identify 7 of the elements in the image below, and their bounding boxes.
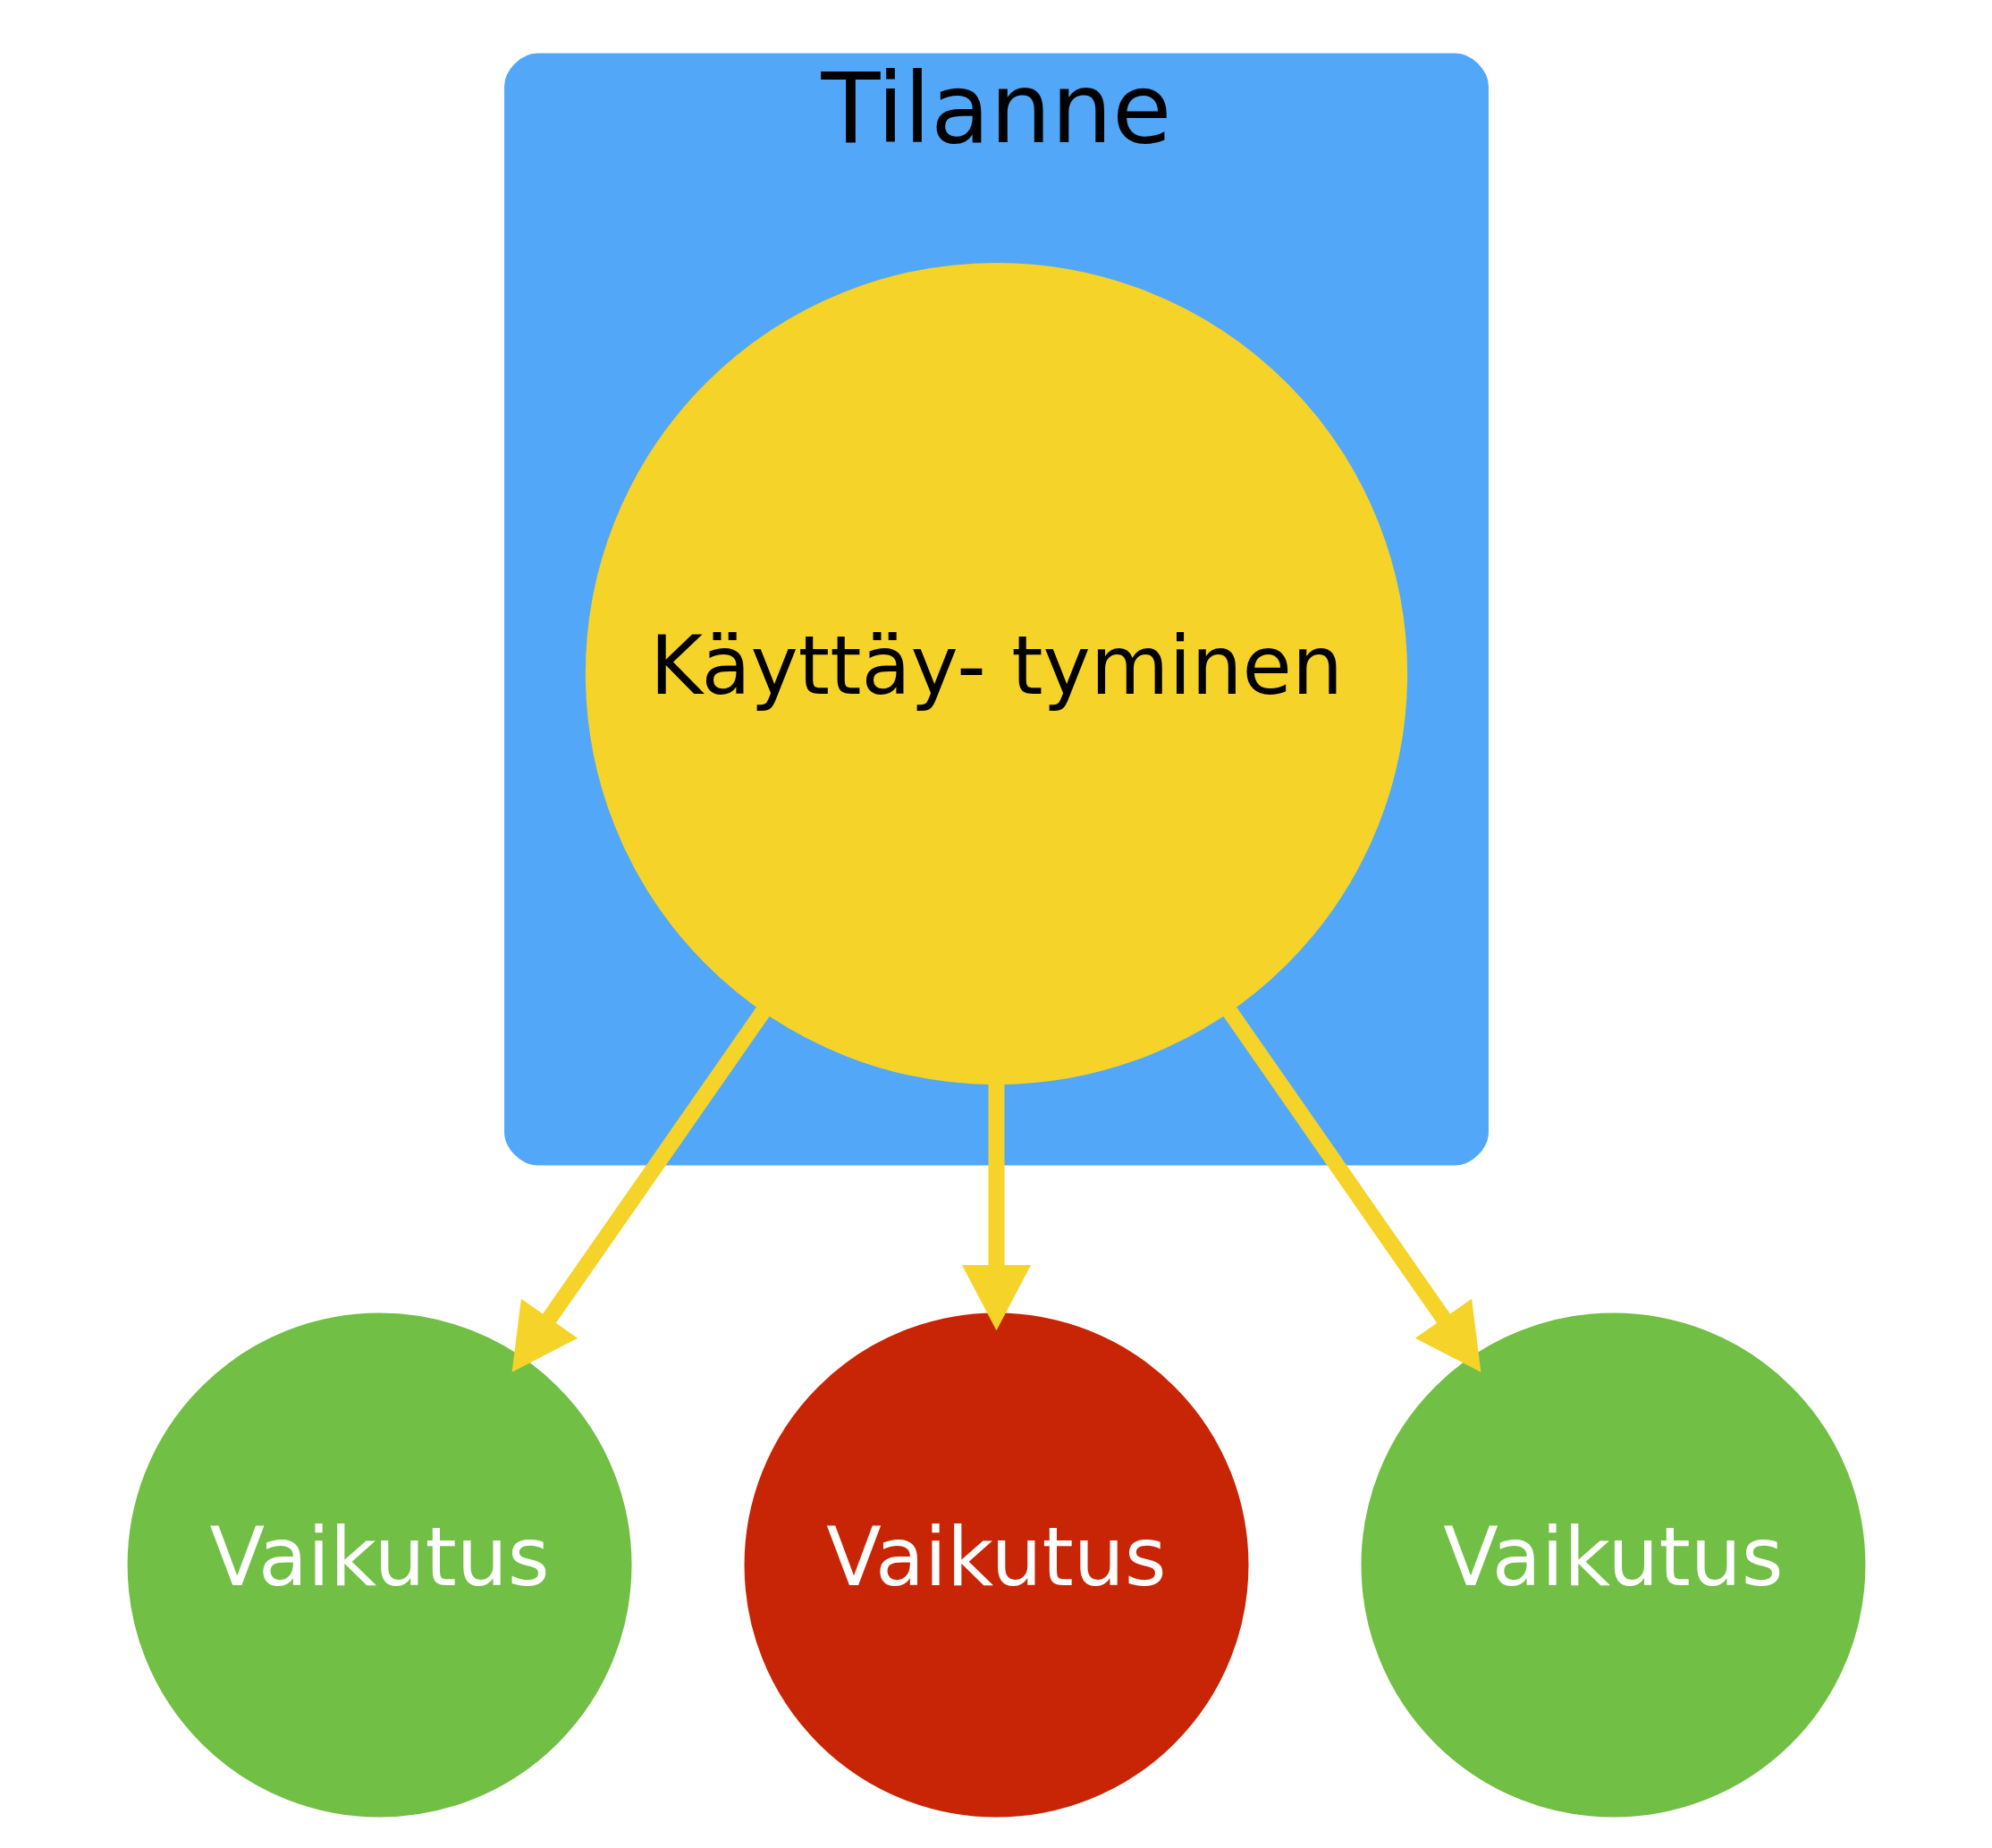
arrow bbox=[961, 1084, 1031, 1330]
node-circle: Käyttäy- tyminen bbox=[585, 262, 1407, 1084]
arrow bbox=[511, 1006, 770, 1372]
node-circle: Vaikutus bbox=[1360, 1312, 1865, 1817]
node-circle: Vaikutus bbox=[127, 1312, 632, 1817]
arrow bbox=[1222, 1006, 1481, 1372]
node-circle: Vaikutus bbox=[744, 1312, 1248, 1817]
